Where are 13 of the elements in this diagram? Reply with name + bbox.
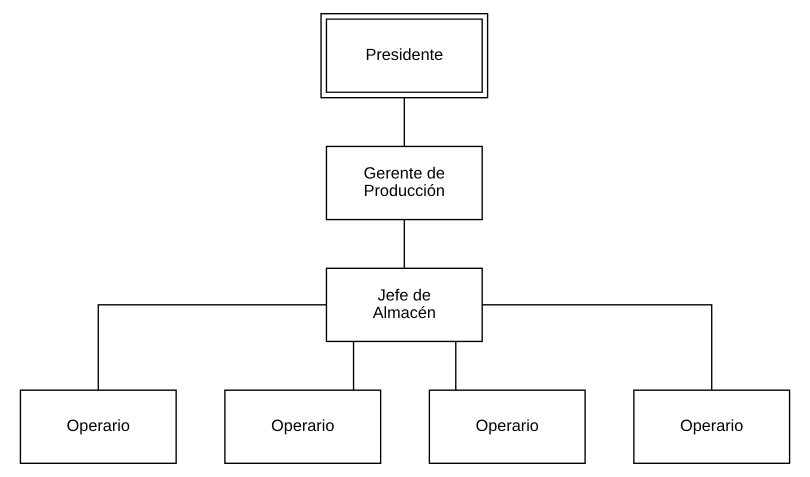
node-box: Operario <box>633 389 790 464</box>
connector <box>482 304 712 390</box>
node-box: Gerente de Producción <box>326 146 483 220</box>
connector <box>455 341 456 390</box>
node-box: Presidente <box>320 13 488 98</box>
connector <box>404 98 405 146</box>
node-box: Operario <box>20 389 177 464</box>
connector <box>404 220 405 268</box>
node-box: Operario <box>224 389 382 464</box>
node-box: Jefe de Almacén <box>326 268 483 342</box>
connector <box>352 341 354 390</box>
connector <box>98 304 326 390</box>
node-box: Operario <box>428 389 586 464</box>
